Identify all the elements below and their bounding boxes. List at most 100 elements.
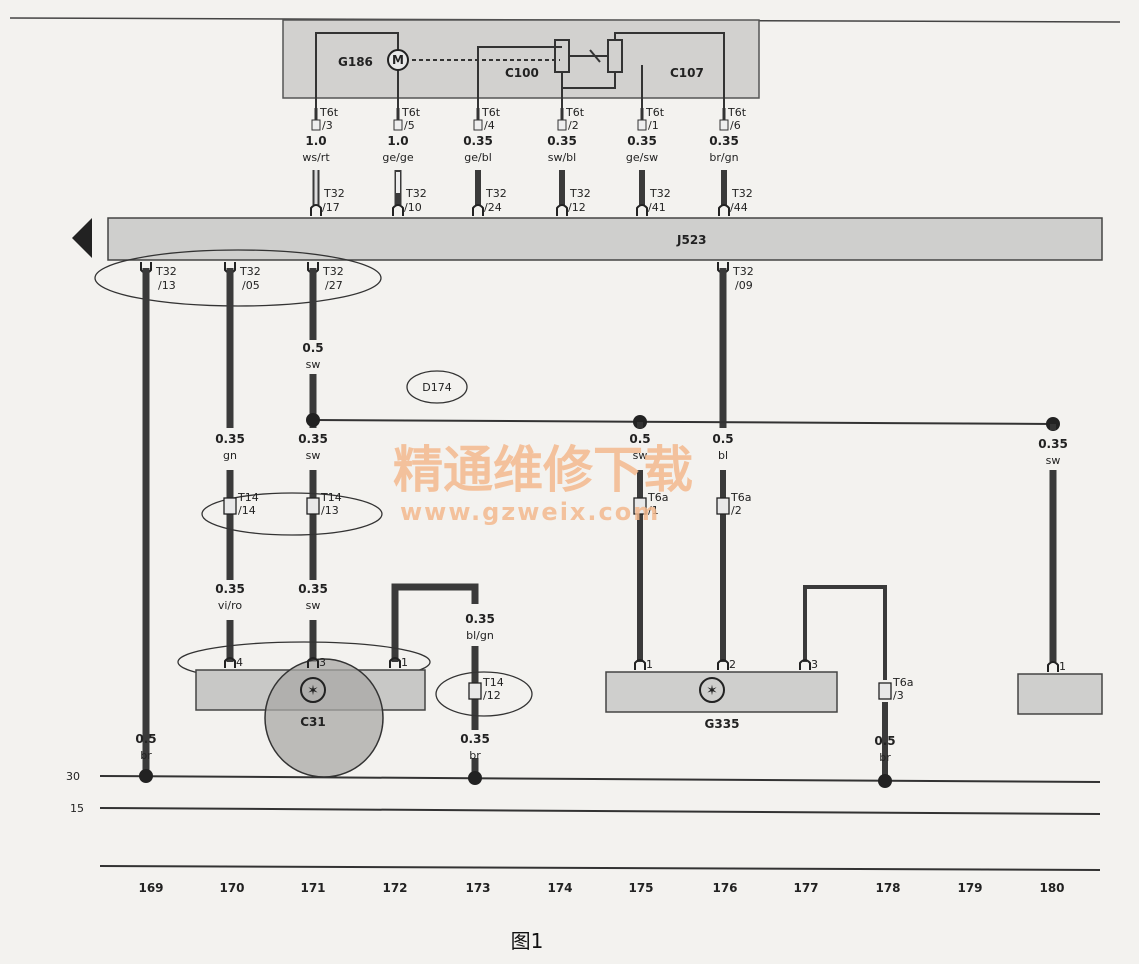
ground-node-178 — [878, 774, 892, 788]
wire-size-label: 0.5 — [302, 341, 323, 355]
top-conn-socket-icon — [636, 204, 648, 216]
wire-size-label: 0.35 — [460, 732, 490, 746]
top-wire-color: sw/bl — [548, 151, 576, 164]
column-number: 176 — [712, 881, 737, 895]
component-180-box — [1017, 673, 1103, 715]
highlight-ellipse-j523-pins — [94, 249, 382, 307]
top-conn-name: T6t — [481, 106, 501, 119]
inline-conn-name: T14 — [237, 491, 259, 504]
component-pin-socket-icon — [634, 659, 646, 670]
column-number: 175 — [628, 881, 653, 895]
top-conn-socket-icon — [392, 204, 404, 216]
component-pin-number: 2 — [729, 658, 736, 671]
top-conn-pin-icon — [557, 119, 567, 131]
rail-line-2 — [99, 807, 1101, 815]
rail-line-3 — [99, 865, 1101, 871]
j523-conn-pin: /24 — [484, 201, 502, 214]
top-conn-socket-icon — [472, 204, 484, 216]
top-conn-socket-icon — [718, 204, 730, 216]
top-wire-color: ws/rt — [302, 151, 330, 164]
wire-color-label: sw — [1046, 454, 1061, 467]
top-wire-size: 0.35 — [547, 134, 577, 148]
lower-conn-pin: /13 — [158, 279, 176, 292]
top-wire-color: br/gn — [709, 151, 738, 164]
top-connector-group: T6t/31.0ws/rtT32/17T6t/51.0ge/geT32/10T6… — [302, 106, 753, 216]
inline-conn-name: T6a — [730, 491, 751, 504]
d174-label: D174 — [422, 381, 451, 394]
d174-bus-line — [312, 419, 1054, 425]
j523-conn-name: T32 — [731, 187, 753, 200]
lower-conn-pin: /27 — [325, 279, 343, 292]
wire-label-group: 0.5sw0.35gn0.35sw0.5sw0.5bl0.35sw0.35vi/… — [135, 341, 1067, 764]
top-wire-color: ge/ge — [382, 151, 413, 164]
lower-conn-pin: /09 — [735, 279, 753, 292]
wire-size-label: 0.35 — [215, 432, 245, 446]
column-number: 177 — [793, 881, 818, 895]
inline-conn-pin: /1 — [648, 504, 659, 517]
inline-conn-pin: /14 — [238, 504, 256, 517]
j523-conn-pin: /41 — [648, 201, 666, 214]
wire-color-label: vi/ro — [218, 599, 243, 612]
component-pin-number: 4 — [236, 656, 243, 669]
top-conn-name: T6t — [727, 106, 747, 119]
j523-conn-name: T32 — [569, 187, 591, 200]
c31-label: C31 — [300, 715, 326, 729]
inline-conn-icon — [878, 682, 892, 700]
d174-marker — [406, 370, 468, 404]
inline-conn-pin: /2 — [731, 504, 742, 517]
top-conn-pin: /4 — [484, 119, 495, 132]
column-number: 178 — [875, 881, 900, 895]
wire-color-label: sw — [633, 449, 648, 462]
top-conn-pin-icon — [637, 119, 647, 131]
column-number: 173 — [465, 881, 490, 895]
column-number: 169 — [138, 881, 163, 895]
top-wire-size: 1.0 — [305, 134, 326, 148]
j523-conn-pin: /44 — [730, 201, 748, 214]
wire-color-label: br — [469, 749, 481, 762]
wire-177-loop — [803, 585, 887, 680]
top-conn-name: T6t — [401, 106, 421, 119]
column-number: 172 — [382, 881, 407, 895]
c100-label: C100 — [505, 66, 539, 80]
top-wire-color: ge/sw — [626, 151, 658, 164]
lower-conn-pin: /05 — [242, 279, 260, 292]
wire-bundle — [142, 268, 1057, 776]
g186-motor-symbol: M — [392, 53, 404, 67]
component-pin-socket-icon — [717, 659, 729, 670]
watermark-chinese: 精通维修下载 — [393, 441, 693, 499]
top-conn-name: T6t — [319, 106, 339, 119]
component-pin-socket-icon — [389, 657, 401, 668]
j523-conn-name: T32 — [405, 187, 427, 200]
wire-size-label: 0.35 — [1038, 437, 1068, 451]
ground-rail-31 — [99, 775, 1101, 783]
sensor-unit-internal-wiring — [315, 32, 725, 110]
top-conn-pin: /6 — [730, 119, 741, 132]
inline-conn-icon — [223, 497, 237, 515]
top-conn-pin-icon — [473, 119, 483, 131]
column-number: 171 — [300, 881, 325, 895]
component-pin-number: 1 — [1059, 660, 1066, 673]
inline-conn-pin: /12 — [483, 689, 501, 702]
top-conn-pin: /3 — [322, 119, 333, 132]
top-conn-pin: /5 — [404, 119, 415, 132]
inline-conn-name: T14 — [482, 676, 504, 689]
wire-size-label: 0.35 — [465, 612, 495, 626]
g335-label: G335 — [705, 717, 740, 731]
top-conn-name: T6t — [565, 106, 585, 119]
top-conn-socket-icon — [556, 204, 568, 216]
top-wire-color: ge/bl — [464, 151, 492, 164]
highlight-ellipse-t14 — [201, 492, 383, 536]
g186-label: G186 — [338, 55, 373, 69]
j523-conn-pin: /17 — [322, 201, 340, 214]
top-wire-size: 0.35 — [463, 134, 493, 148]
inline-conn-pin: /3 — [893, 689, 904, 702]
column-number: 179 — [957, 881, 982, 895]
top-wire-size: 0.35 — [709, 134, 739, 148]
lower-conn-name: T32 — [322, 265, 344, 278]
wire-color-label: gn — [223, 449, 237, 462]
wire-color-label: br — [140, 749, 152, 762]
component-pin-number: 1 — [401, 656, 408, 669]
